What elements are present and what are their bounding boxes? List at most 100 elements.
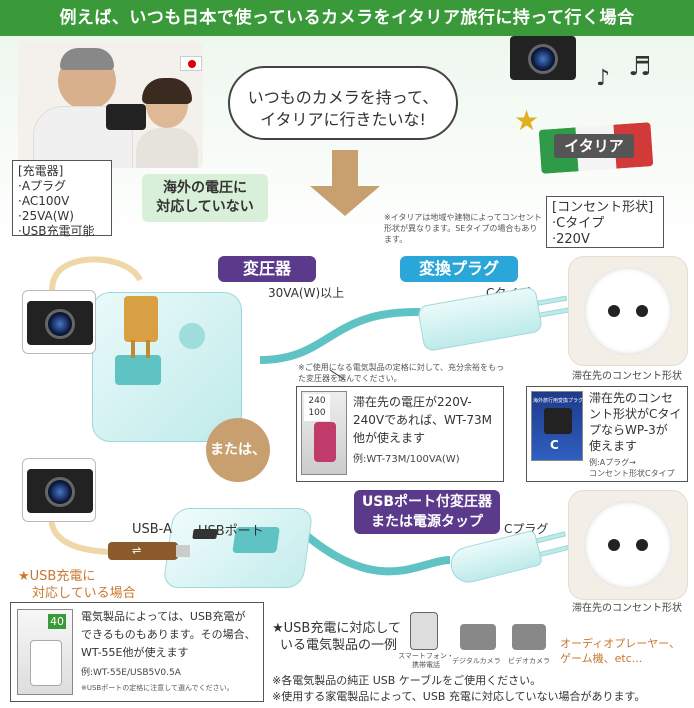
usb-a-label: USB-A	[132, 522, 172, 537]
wt55e-package-top: 40	[48, 614, 66, 629]
wt73m-package-top: 240	[304, 394, 330, 409]
usb-devices-others: オーディオプレーヤー、 ゲーム機、etc...	[560, 636, 680, 666]
plug-adapter-label: 変換プラグ	[400, 256, 518, 282]
usb-transformer-label: USBポート付変圧器 または電源タップ	[354, 490, 500, 534]
wp3-panel: 海外旅行用変換プラグ C 滞在先のコンセ ント形状がCタイ プならWP-3が 使…	[526, 386, 688, 482]
down-arrow-head-icon	[310, 186, 380, 216]
charger-title: [充電器]	[18, 164, 64, 178]
wp3-example-1: 例:Aプラグ→	[589, 458, 636, 467]
charger-item: ·USB充電可能	[18, 224, 95, 238]
charger-info-panel: [充電器] ·Aプラグ ·AC100V ·25VA(W) ·USB充電可能	[12, 160, 112, 238]
a-plug-icon	[124, 296, 158, 358]
usb-charge-line-2: 対応している場合	[32, 586, 136, 601]
footer-note-1: ※各電気製品の純正 USB ケーブルをご使用ください。	[272, 674, 542, 687]
usb-devices-others-1: オーディオプレーヤー、	[560, 637, 681, 650]
wt73m-package-bottom: 100	[304, 406, 330, 421]
outlet-info-item: ·220V	[552, 232, 590, 247]
transformer-button	[179, 323, 205, 349]
wt73m-example: 例:WT-73M/100VA(W)	[353, 454, 460, 465]
travel-camera-frame	[506, 30, 580, 82]
camera-frame-top	[22, 290, 96, 354]
wp3-line-2: ント形状がCタイ	[589, 407, 682, 421]
wt55e-example: 例:WT-55E/USB5V0.5A	[81, 668, 181, 678]
or-badge: または、	[206, 418, 270, 482]
italy-note: ※イタリアは地域や建物によってコンセント形状が異なります。SEタイプの場合もあり…	[384, 213, 542, 244]
music-note-icon: ♪	[596, 66, 611, 91]
outlet-caption-top: 滞在先のコンセント形状	[572, 371, 682, 382]
usb-devices-line-2: いる電気製品の一例	[280, 638, 398, 653]
transformer-spec: 30VA(W)以上	[268, 286, 345, 300]
transformer-device	[92, 292, 242, 442]
wt73m-package: 240 100	[301, 391, 347, 475]
usb-charge-line-1: ★USB充電に	[18, 569, 96, 584]
man-camera	[106, 104, 146, 130]
not-compatible-line-2: 対応していない	[156, 199, 254, 215]
speech-line-2: イタリアに行きたいな!	[260, 110, 426, 129]
wt55e-package: 40	[17, 609, 73, 695]
usb-charge-label: ★USB充電に 対応している場合	[18, 568, 136, 602]
transformer-socket	[115, 355, 161, 385]
smartphone-label: スマートフォン・携帯電話	[398, 652, 454, 669]
wt73m-pointer	[329, 369, 346, 381]
outlet-info-title: [コンセント形状]	[552, 200, 654, 215]
man-hair	[60, 48, 114, 70]
video-camera-label: ビデオカメラ	[508, 657, 550, 665]
usb-devices-line-1: ★USB充電に対応して	[272, 621, 401, 636]
wp3-package: 海外旅行用変換プラグ C	[531, 391, 583, 461]
camera-frame-bottom	[22, 458, 96, 522]
down-arrow-icon	[332, 150, 358, 190]
usb-transformer-line-2: または電源タップ	[371, 514, 483, 530]
usb-connector-icon: ⇌	[108, 542, 190, 560]
digital-camera-label: デジタルカメラ	[452, 657, 501, 665]
camera-icon	[510, 36, 576, 80]
c-plug-label: Cプラグ	[504, 522, 549, 536]
wp3-line-1: 滞在先のコンセ	[589, 391, 674, 405]
wt73m-line-2: 240Vであれば、WT-73M	[353, 413, 493, 427]
page-header: 例えば、いつも日本で使っているカメラをイタリア旅行に持って行く場合	[0, 0, 694, 36]
woman-hair	[142, 78, 192, 104]
wt55e-line-1: 電気製品によっては、USB充電が	[81, 610, 246, 623]
wt55e-note: ※USBポートの定格に注意して選んでください。	[81, 684, 234, 692]
transformer-note: ※ご使用になる電気製品の定格に対して、充分余裕をもった変圧器を選んでください。	[298, 363, 505, 383]
outlet-info-item: ·Cタイプ	[552, 216, 605, 231]
video-camera-icon	[512, 624, 546, 650]
camera-icon	[27, 469, 93, 513]
usb-devices-others-2: ゲーム機、etc...	[560, 652, 643, 665]
digital-camera-icon	[460, 624, 496, 650]
usb-port-label: USBポート	[198, 524, 264, 539]
outlet-top	[568, 256, 688, 366]
outlet-bottom	[568, 490, 688, 600]
outlet-info-panel: [コンセント形状] ·Cタイプ ·220V	[546, 196, 664, 248]
smartphone-icon	[410, 612, 438, 650]
usb-devices-title: ★USB充電に対応して いる電気製品の一例	[272, 620, 401, 654]
camera-icon	[27, 301, 93, 345]
italy-label: イタリア	[554, 134, 634, 158]
wt73m-line-3: 他が使えます	[353, 431, 426, 445]
wt55e-panel: 40 電気製品によっては、USB充電が できるものもあります。その場合、 WT-…	[10, 602, 264, 702]
wp3-line-4: 使えます	[589, 439, 638, 453]
not-compatible-line-1: 海外の電圧に	[163, 180, 247, 196]
wt55e-line-3: WT-55E他が使えます	[81, 646, 189, 659]
charger-item: ·AC100V	[18, 194, 70, 208]
star-icon: ★	[514, 104, 540, 137]
woman-shirt	[136, 128, 198, 168]
music-note-icon: ♬	[628, 52, 652, 82]
transformer-output-cable	[259, 307, 421, 364]
wp3-example-2: コンセント形状Cタイプ	[589, 469, 675, 478]
usb-transformer-line-1: USBポート付変圧器	[361, 494, 493, 510]
wp3-package-label: 海外旅行用変換プラグ	[533, 398, 584, 404]
wt73m-panel: 240 100 滞在先の電圧が220V- 240Vであれば、WT-73M 他が使…	[296, 386, 504, 482]
not-compatible-callout: 海外の電圧に 対応していない	[142, 174, 268, 222]
outlet-caption-bottom: 滞在先のコンセント形状	[572, 603, 682, 614]
wt73m-line-1: 滞在先の電圧が220V-	[353, 395, 472, 409]
japan-flag-icon	[180, 56, 202, 71]
speech-bubble: いつものカメラを持って、 イタリアに行きたいな!	[228, 66, 458, 140]
wp3-package-letter: C	[550, 438, 559, 452]
speech-line-1: いつものカメラを持って、	[247, 88, 439, 107]
travelers-photo	[18, 42, 203, 168]
footer-note-2: ※使用する家電製品によって、USB 充電に対応していない場合があります。	[272, 690, 646, 703]
charger-item: ·25VA(W)	[18, 209, 74, 223]
wt55e-line-2: できるものもあります。その場合、	[81, 628, 256, 641]
usb-tap-output-cable	[297, 526, 451, 576]
transformer-label: 変圧器	[218, 256, 316, 282]
